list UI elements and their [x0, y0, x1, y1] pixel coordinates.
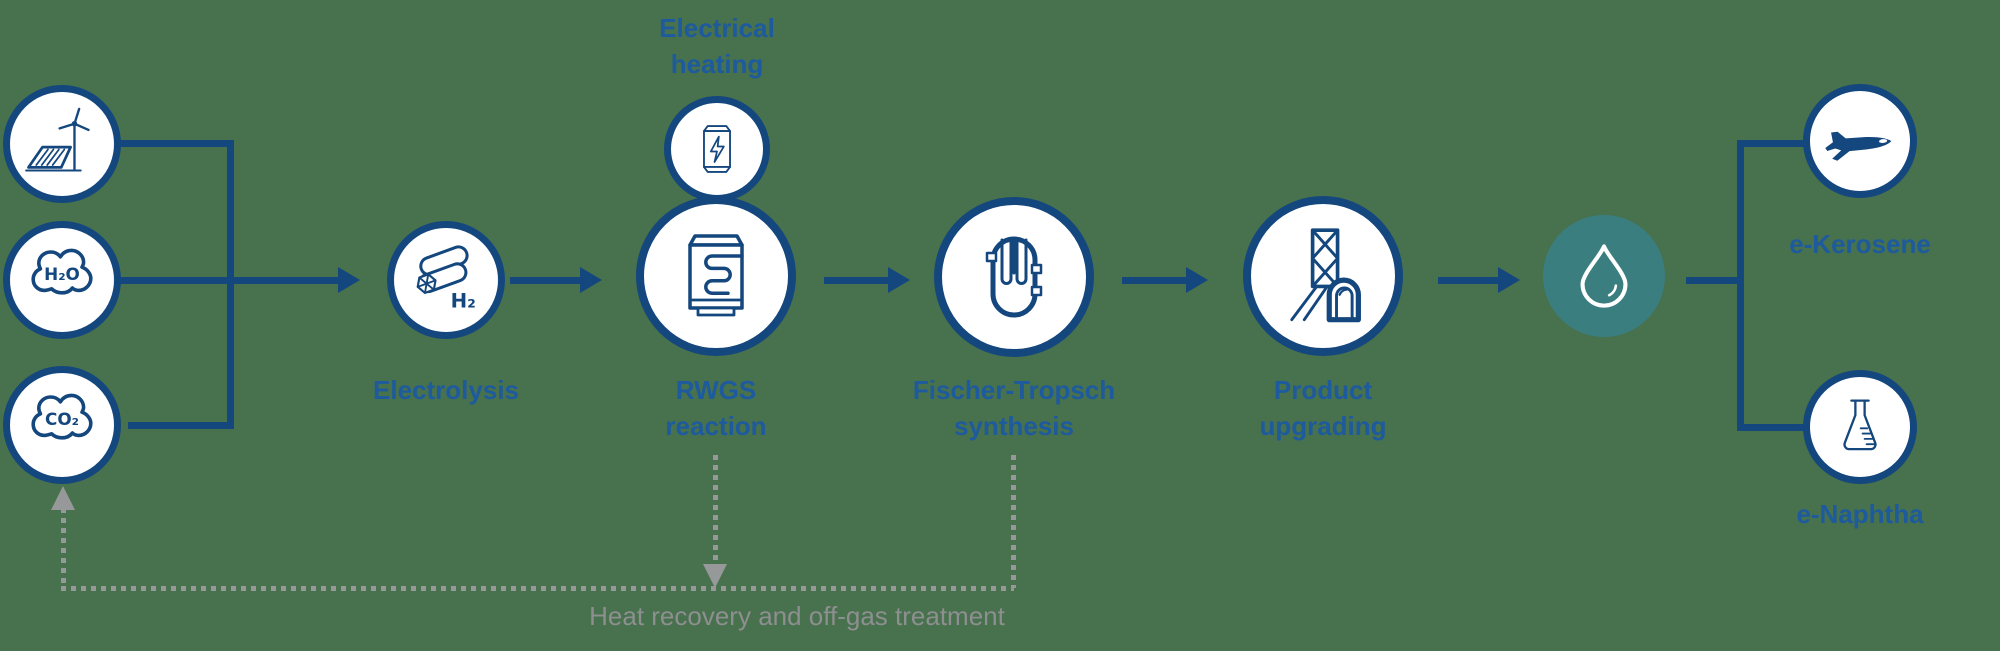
co2-input-node: CO₂	[3, 366, 121, 484]
ft-to-product-arrow-shaft	[1122, 277, 1186, 284]
rwgs-to-ft-arrowhead	[888, 267, 910, 293]
e-kerosene-label: e-Kerosene	[1789, 229, 1931, 259]
electrolyzer-stack-icon: H₂	[416, 245, 476, 313]
input-bus-line	[227, 140, 234, 429]
kerosene-stub-line	[1737, 140, 1805, 147]
rwgs-label-line2: reaction	[665, 411, 767, 441]
fuel-branch-stub-line	[1686, 277, 1744, 284]
fischer-tropsch-label: Fischer-Tropsch synthesis	[884, 372, 1144, 444]
rwgs-recycle-arrowhead	[703, 564, 727, 588]
ft-to-product-arrowhead	[1186, 267, 1208, 293]
product-to-fuel-arrowhead	[1498, 267, 1520, 293]
renewable-energy-node	[3, 85, 121, 203]
co2-recycle-up-line	[61, 508, 66, 588]
electrolysis-label: Electrolysis	[373, 375, 519, 405]
h2-formula-text: H₂	[451, 290, 476, 313]
rwgs-to-ft-arrow-shaft	[824, 277, 888, 284]
tubular-reactor-icon	[985, 236, 1043, 318]
h2o-cloud-icon: H₂O	[31, 248, 93, 295]
battery-lightning-icon	[703, 125, 731, 173]
rwgs-label: RWGS reaction	[616, 372, 816, 444]
rwgs-label-line1: RWGS	[675, 375, 757, 405]
output-branch-line	[1737, 140, 1744, 431]
co2-cloud-icon: CO₂	[31, 393, 93, 440]
product-to-fuel-arrow-shaft	[1438, 277, 1498, 284]
rwgs-recycle-down-line	[713, 455, 718, 565]
e-naphtha-label: e-Naphtha	[1796, 499, 1924, 529]
electrolysis-node: H₂	[387, 221, 505, 339]
heat-recovery-label: Heat recovery and off-gas treatment	[589, 601, 1005, 631]
e-naphtha-node	[1803, 370, 1917, 484]
wind-turbine-solar-panel-icon	[25, 107, 90, 172]
product-upgrading-label-line1: Product	[1273, 375, 1373, 405]
electrical-heating-label-line2: heating	[670, 49, 764, 79]
erlenmeyer-flask-icon	[1843, 399, 1877, 451]
distillation-column-icon	[1290, 228, 1361, 323]
wind-feed-line	[120, 140, 234, 147]
electrolysis-to-rwgs-arrowhead	[580, 267, 602, 293]
fischer-tropsch-label-line1: Fischer-Tropsch	[912, 375, 1116, 405]
e-kerosene-node	[1803, 84, 1917, 198]
electrical-heating-label: Electrical heating	[617, 10, 817, 82]
co2-formula-text: CO₂	[45, 409, 79, 429]
co2-feed-line	[128, 422, 234, 429]
product-upgrading-node	[1243, 196, 1403, 356]
product-upgrading-label-line2: upgrading	[1259, 411, 1387, 441]
heat-exchanger-reactor-icon	[688, 234, 744, 317]
rwgs-node	[636, 196, 796, 356]
h2o-formula-text: H₂O	[44, 264, 80, 284]
co2-recycle-arrowhead	[51, 486, 75, 510]
fischer-tropsch-label-line2: synthesis	[954, 411, 1074, 441]
inputs-to-electrolysis-arrow-shaft	[120, 277, 338, 284]
recycle-horizontal-line	[61, 586, 1014, 591]
droplet-icon	[1580, 244, 1628, 308]
ft-recycle-down-line	[1011, 455, 1016, 588]
inputs-to-electrolysis-arrowhead	[338, 267, 360, 293]
electrical-heating-node	[664, 96, 770, 202]
product-upgrading-label: Product upgrading	[1223, 372, 1423, 444]
water-input-node: H₂O	[3, 221, 121, 339]
naphtha-stub-line	[1737, 424, 1805, 431]
electrical-heating-label-line1: Electrical	[659, 13, 775, 43]
liquid-fuel-node	[1543, 215, 1665, 337]
airplane-icon	[1825, 131, 1892, 161]
electrolysis-to-rwgs-arrow-shaft	[510, 277, 580, 284]
fischer-tropsch-node	[934, 197, 1094, 357]
